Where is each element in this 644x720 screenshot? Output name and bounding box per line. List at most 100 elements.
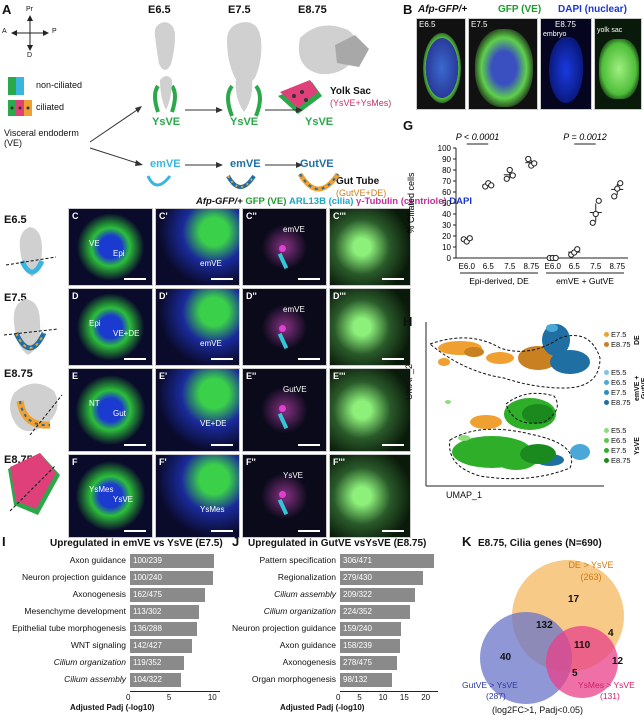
go-term: Regionalization xyxy=(277,572,336,582)
go-term: Cilium assembly xyxy=(274,589,336,599)
g-ylabel: % Ciliated cells xyxy=(406,172,416,234)
g-point xyxy=(595,197,602,204)
ve-label: Visceral endoderm (VE) xyxy=(4,128,79,148)
go-term: Cilium organization xyxy=(53,657,126,667)
confocal-Cppp: C''' xyxy=(329,208,411,286)
g-group-2: emVE + GutVE xyxy=(556,276,614,286)
g-ytick-label: 60 xyxy=(442,188,451,197)
confocal-letter: F xyxy=(72,457,78,467)
go-bar: 136/288 xyxy=(130,622,198,636)
venn-diagram xyxy=(480,560,624,704)
umap-legend-item: E5.5 xyxy=(604,426,626,435)
g-ytick-label: 40 xyxy=(442,210,451,219)
go-term: Pattern specification xyxy=(259,555,336,565)
g-ytick-label: 30 xyxy=(442,221,451,230)
go-term: Cilium assembly xyxy=(64,674,126,684)
confocal-letter: E xyxy=(72,371,79,381)
go-ratio: 104/322 xyxy=(133,675,162,684)
venn-gut-n: (287) xyxy=(486,691,506,701)
go-ratio: 209/322 xyxy=(343,590,372,599)
go-ratio: 113/302 xyxy=(133,607,162,616)
confocal-Dppp: D''' xyxy=(329,288,411,366)
go-term: Organ morphogenesis xyxy=(251,674,336,684)
panel-h-label: H xyxy=(403,314,413,329)
venn-110: 110 xyxy=(574,640,591,651)
go-ratio: 98/132 xyxy=(343,675,368,684)
umap-legend-group: DE xyxy=(634,335,641,345)
go-xtick: 5 xyxy=(166,693,172,702)
umap-legend-item: E5.5 xyxy=(604,368,626,377)
gut-tube-label: Gut Tube xyxy=(336,176,380,187)
go-ratio: 100/239 xyxy=(133,556,162,565)
panel-a-label: A xyxy=(2,2,12,17)
umap-legend-item: E6.5 xyxy=(604,436,626,445)
go-ratio: 224/352 xyxy=(343,607,372,616)
c-tub: γ-Tubulin (centriole) xyxy=(356,196,447,207)
confocal-annotation: emVE xyxy=(200,339,222,348)
i-title: Upregulated in emVE vs YsVE (E7.5) xyxy=(50,538,223,549)
confocal-annotation: Epi xyxy=(89,319,101,328)
yolk-sac-label: Yolk Sac xyxy=(330,86,371,97)
confocal-letter: E''' xyxy=(333,371,346,381)
c-schematics xyxy=(3,227,63,515)
go-xtick: 5 xyxy=(357,693,362,702)
go-xtick: 10 xyxy=(207,693,217,702)
g-point xyxy=(488,182,495,189)
confocal-Ep: E'VE+DE xyxy=(155,368,240,452)
emve-2: emVE xyxy=(230,158,261,170)
axis-pr: Pr xyxy=(26,6,33,13)
panel-k-label: K xyxy=(462,534,472,549)
confocal-letter: F'' xyxy=(246,457,256,467)
go-ratio: 158/239 xyxy=(343,641,372,650)
go-xlabel: Adjusted Padj (-log10) xyxy=(280,703,365,712)
umap-ylabel: UMAP_2 xyxy=(404,363,414,400)
emve-1: emVE xyxy=(150,158,181,170)
confocal-letter: E'' xyxy=(246,371,257,381)
go-bar: 162/475 xyxy=(130,588,206,602)
confocal-letter: D''' xyxy=(333,291,346,301)
confocal-annotation: YsVE xyxy=(113,495,134,504)
g-point xyxy=(525,155,532,163)
go-term: Epithelial tube morphogenesis xyxy=(12,623,126,633)
go-bar: 119/352 xyxy=(130,656,184,670)
panel-b-label: B xyxy=(403,2,413,17)
venn-4: 4 xyxy=(608,628,614,639)
confocal-annotation: Gut xyxy=(113,409,126,418)
umap-legend-group: YsVE xyxy=(634,437,641,455)
umap-legend-item: E7.5 xyxy=(604,446,626,455)
confocal-Cpp: C''emVE xyxy=(242,208,327,286)
venn-5: 5 xyxy=(572,668,578,679)
confocal-Fp: F'YsMes xyxy=(155,454,240,538)
venn-12: 12 xyxy=(612,656,624,667)
umap-legend-item: E6.5 xyxy=(604,378,626,387)
go-bar: 278/475 xyxy=(340,656,398,670)
g-xtick-label: 6.5 xyxy=(569,262,581,271)
g-xtick-label: 6.5 xyxy=(483,262,495,271)
confocal-annotation: VE xyxy=(89,239,100,248)
g-point xyxy=(531,160,538,167)
c-gfp: GFP (VE) xyxy=(245,196,287,207)
b-gfp: GFP (VE) xyxy=(498,4,542,15)
panel-g-label: G xyxy=(403,118,414,133)
confocal-annotation: YsMes xyxy=(200,505,225,514)
venn-ys-n: (131) xyxy=(600,691,620,701)
b-image-e75: E7.5 xyxy=(468,18,538,110)
stage-e875: E8.75 xyxy=(298,4,327,16)
confocal-letter: E' xyxy=(159,371,168,381)
go-term: Cilium organization xyxy=(263,606,336,616)
c-stage-1: E7.5 xyxy=(4,292,27,304)
c-header: Afp-GFP/+ GFP (VE) ARL13B (cilia) γ-Tubu… xyxy=(196,196,472,207)
confocal-Eppp: E''' xyxy=(329,368,411,452)
go-term: Axon guidance xyxy=(279,640,336,650)
ysve-1: YsVE xyxy=(152,116,181,128)
panel-a-diagram xyxy=(8,15,369,168)
go-term: Axon guidance xyxy=(69,555,126,565)
go-bar: 279/430 xyxy=(340,571,424,585)
g-xtick-label: 7.5 xyxy=(504,262,516,271)
umap-legend-item: E7.5 xyxy=(604,388,626,397)
confocal-Epp: E''GutVE xyxy=(242,368,327,452)
umap-legend-group: emVE + GutVE xyxy=(634,375,644,401)
